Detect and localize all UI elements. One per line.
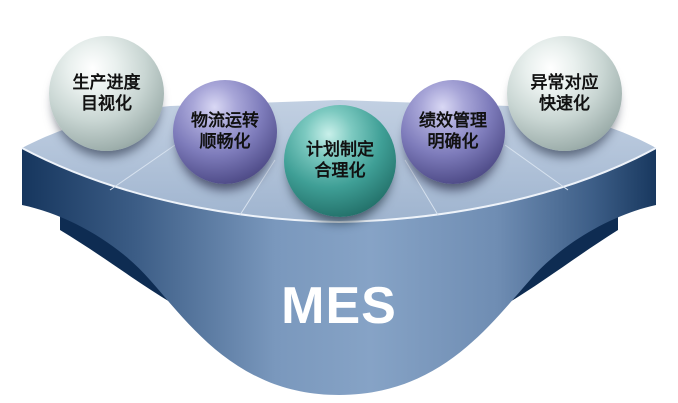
item-2-line1: 物流运转 xyxy=(191,111,259,131)
item-1-line1: 生产进度 xyxy=(72,72,141,93)
platform-front xyxy=(22,148,656,395)
item-ball-1: 生产进度 目视化 xyxy=(49,36,164,151)
item-ball-2: 物流运转 顺畅化 xyxy=(173,80,277,184)
item-ball-5: 异常对应 快速化 xyxy=(507,36,622,151)
item-4-line2: 明确化 xyxy=(427,132,479,152)
item-3-line1: 计划制定 xyxy=(306,140,374,160)
item-ball-3: 计划制定 合理化 xyxy=(284,105,396,217)
mes-label: MES xyxy=(281,277,397,335)
item-1-line2: 目视化 xyxy=(81,93,132,114)
item-5-line2: 快速化 xyxy=(539,93,590,114)
item-3-line2: 合理化 xyxy=(314,161,366,181)
item-5-line1: 异常对应 xyxy=(530,72,599,93)
item-ball-4: 绩效管理 明确化 xyxy=(401,80,505,184)
item-2-line2: 顺畅化 xyxy=(199,132,251,152)
item-4-line1: 绩效管理 xyxy=(419,111,487,131)
